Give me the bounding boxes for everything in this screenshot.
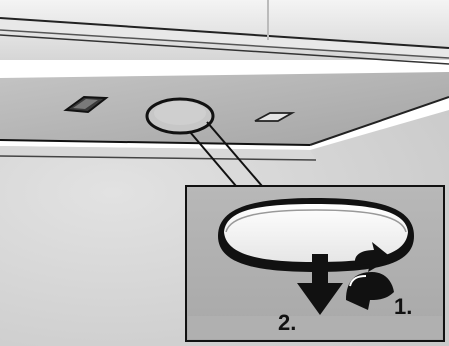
step-1-label: 1.	[394, 294, 412, 319]
step-2-label: 2.	[278, 310, 296, 335]
release-button-top	[154, 101, 206, 125]
